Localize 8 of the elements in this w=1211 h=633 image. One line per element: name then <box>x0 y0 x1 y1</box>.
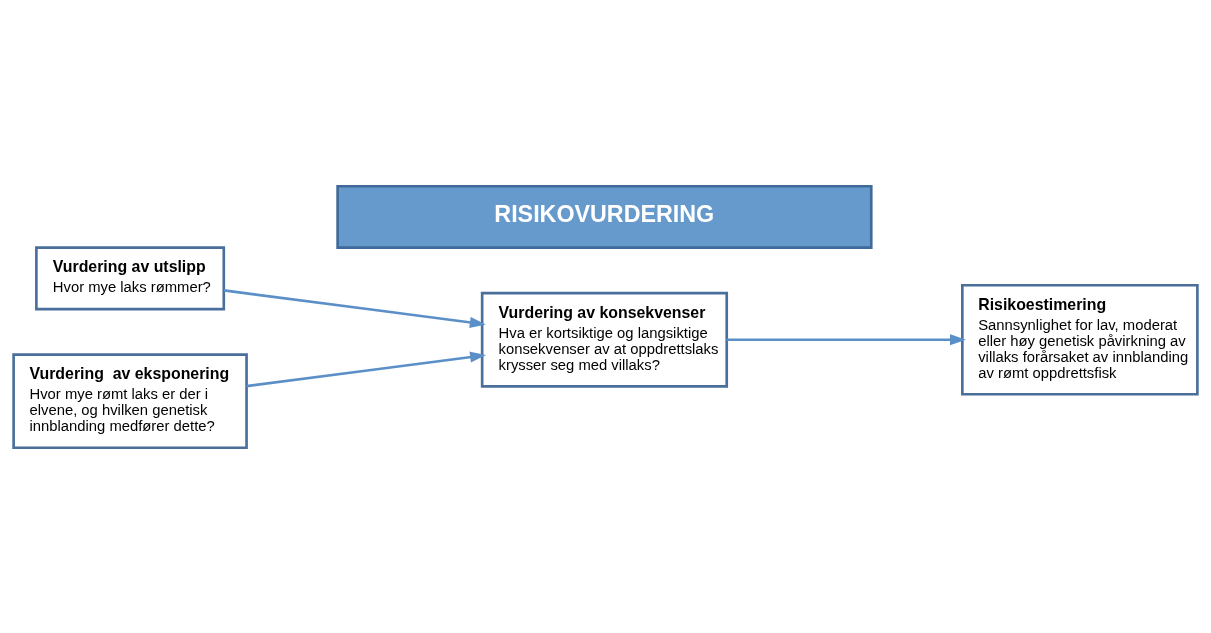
node-box: Vurdering av konsekvenser Hva er kortsiktige og langsiktige konsekvenser av at oppdrettslaks krysser seg med villaks? <box>480 291 729 388</box>
arrow <box>246 351 487 387</box>
arrow <box>223 288 486 328</box>
node-box: Risikoestimering Sannsynlighet for lav, moderat eller høy genetisk påvirkning av villaks forårsaket av innblanding av rømt oppdrettsfisk <box>961 283 1199 396</box>
node-box: Vurdering av utslipp Hvor mye laks rømmer? <box>35 245 226 310</box>
node-box: Vurdering av eksponering Hvor mye rømt laks er der i elvene, og hvilken genetisk innblanding medfører dette? <box>12 352 248 449</box>
node-box: RISIKOVURDERING <box>336 184 873 249</box>
arrow <box>726 333 966 345</box>
